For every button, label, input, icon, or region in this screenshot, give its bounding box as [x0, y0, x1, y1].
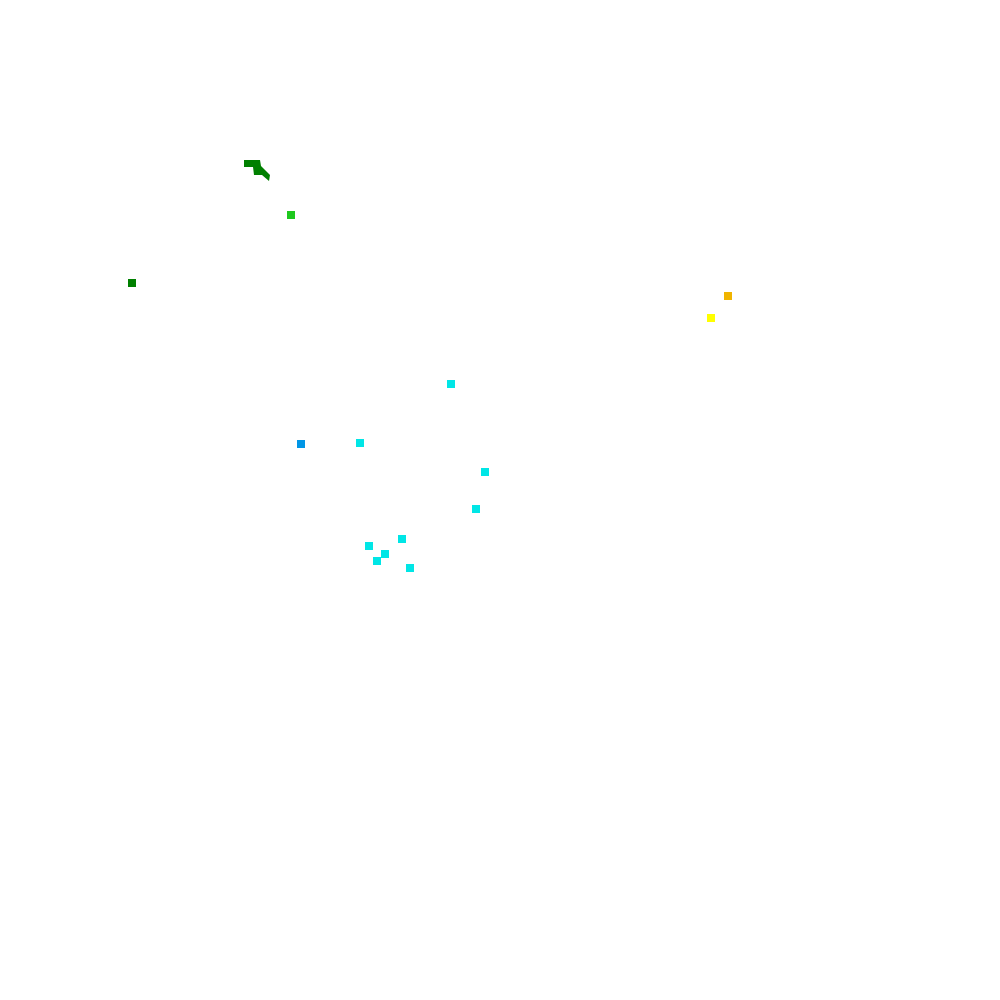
- feature-marker: [406, 564, 414, 572]
- feature-marker: [481, 468, 489, 476]
- feature-marker: [447, 380, 455, 388]
- feature-marker: [297, 440, 305, 448]
- feature-marker: [472, 505, 480, 513]
- feature-marker: [287, 211, 295, 219]
- feature-marker: [373, 557, 381, 565]
- feature-marker: [707, 314, 715, 322]
- feature-marker: [365, 542, 373, 550]
- feature-marker: [356, 439, 364, 447]
- feature-marker: [724, 292, 732, 300]
- features-layer: [128, 160, 732, 572]
- feature-marker: [398, 535, 406, 543]
- feature-cluster: [244, 160, 270, 181]
- feature-marker: [381, 550, 389, 558]
- feature-marker: [128, 279, 136, 287]
